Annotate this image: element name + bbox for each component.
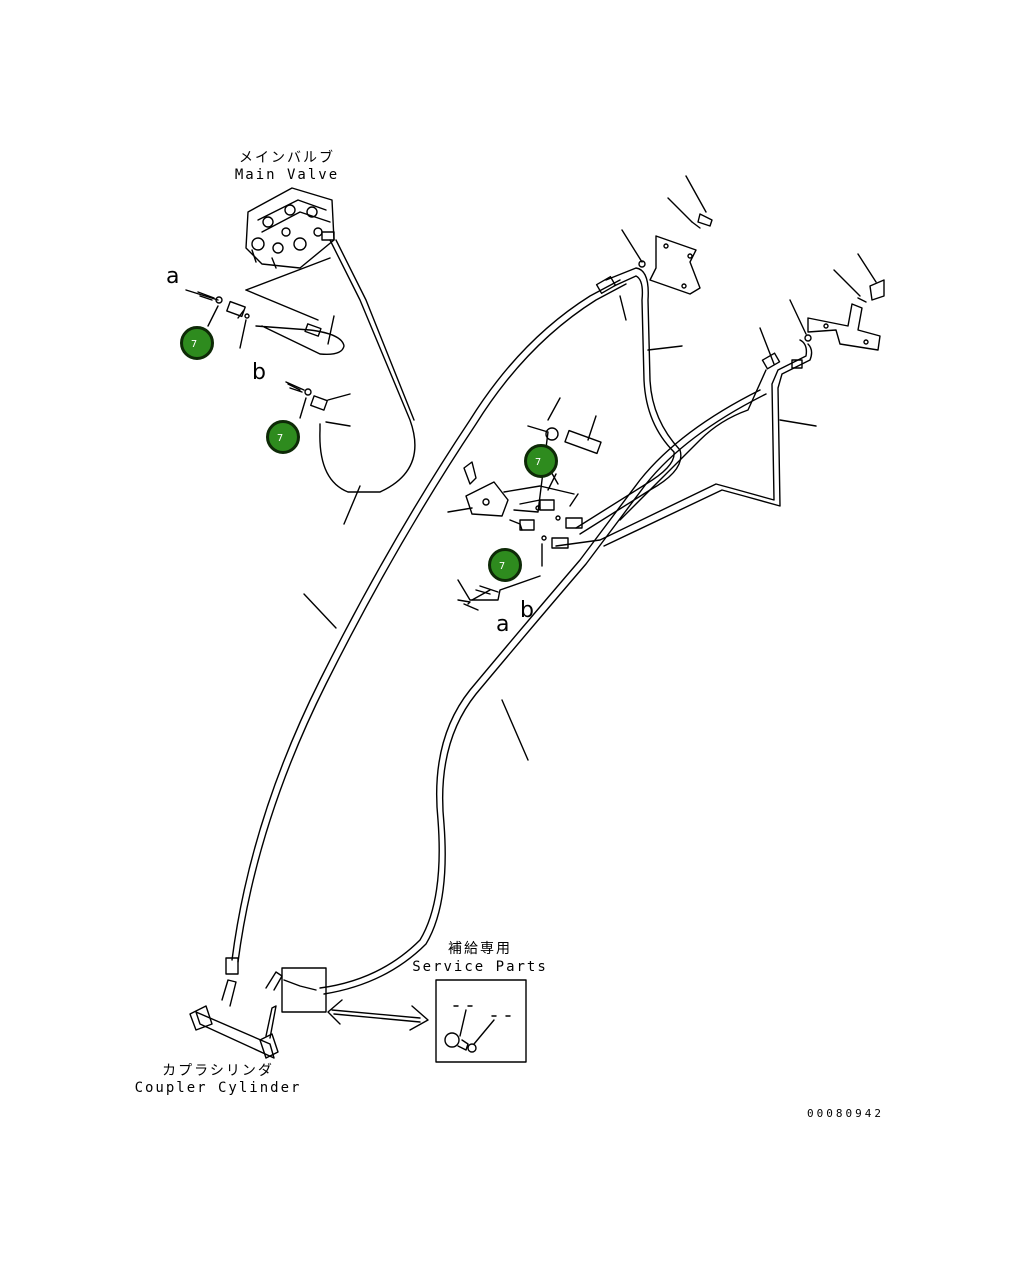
- coupler-cylinder-label-en: Coupler Cylinder: [134, 1080, 302, 1096]
- callout-letter-b-lower: b: [520, 598, 534, 623]
- pipe-upper-right: [579, 267, 682, 535]
- marker-7-center-upper[interactable]: 7: [524, 444, 558, 478]
- service-parts-label-en: Service Parts: [412, 959, 548, 975]
- callout-letter-a-upper: a: [166, 264, 180, 289]
- detail-box: [281, 967, 327, 1013]
- left-long-hose: [319, 239, 416, 493]
- drawing-number: 00080942: [807, 1107, 884, 1120]
- callout-letter-a-lower: a: [496, 612, 510, 637]
- pipe-far-right: [555, 339, 808, 547]
- long-hose-right-down: [319, 389, 761, 989]
- main-valve-illustration: [245, 187, 335, 321]
- short-hose-upper: [255, 325, 345, 356]
- main-valve-label-en: Main Valve: [234, 167, 340, 183]
- marker-7-center-lower[interactable]: 7: [488, 548, 522, 582]
- service-parts-label-jp: 補給専用: [448, 941, 512, 957]
- callout-letter-b-upper: b: [252, 360, 266, 385]
- center-valve: [447, 397, 602, 611]
- bracket-upper: [621, 175, 713, 295]
- long-hose-left-down: [231, 279, 621, 961]
- coupler-cylinder-label-jp: カプラシリンダ: [162, 1063, 274, 1079]
- service-parts-box: [435, 979, 527, 1063]
- coupler-cylinder-illustration: [189, 971, 283, 1059]
- marker-7-left[interactable]: 7: [266, 420, 300, 454]
- bracket-right: [759, 253, 885, 370]
- main-valve-label-jp: メインバルブ: [239, 150, 335, 166]
- marker-7-upper-left[interactable]: 7: [180, 326, 214, 360]
- double-arrow: [327, 999, 429, 1031]
